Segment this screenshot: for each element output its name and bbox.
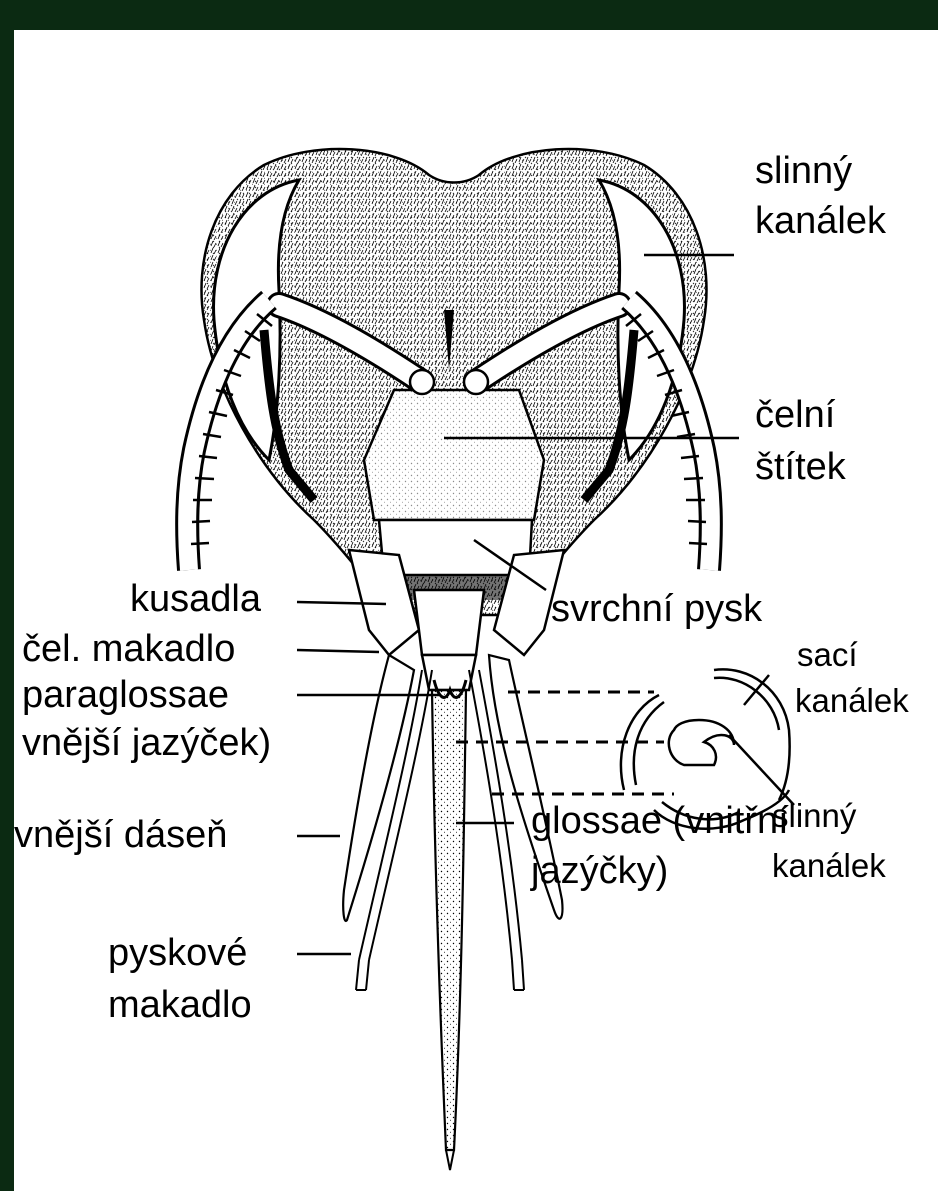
label-glossae-line2: jazýčky)	[531, 848, 668, 894]
diagram-canvas: slinný kanálek čelní štítek kusadla svrc…	[14, 30, 938, 1191]
label-saci-kanalek-line2: kanálek	[795, 681, 909, 721]
label-kusadla: kusadla	[130, 576, 261, 622]
label-slinny-kanalek-top-line2: kanálek	[755, 198, 886, 244]
label-cel-makadlo: čel. makadlo	[22, 626, 235, 672]
label-paraglossae-line2: vnější jazýček)	[22, 720, 271, 766]
label-paraglossae-line1: paraglossae	[22, 672, 229, 718]
label-pyskove-makadlo-line2: makadlo	[108, 982, 252, 1028]
label-slinny-kanalek-top-line1: slinný	[755, 148, 852, 194]
label-glossae-line1: glossae (vnitřní	[531, 798, 789, 844]
label-pyskove-makadlo-line1: pyskové	[108, 930, 247, 976]
glossa-tongue	[432, 690, 466, 1150]
label-celni-stitek-line1: čelní	[755, 392, 835, 438]
label-celni-stitek-line2: štítek	[755, 444, 846, 490]
label-saci-kanalek-line1: sací	[797, 635, 858, 675]
label-svrchni-pysk: svrchní pysk	[551, 586, 762, 632]
label-vnejsi-dasen: vnější dáseň	[14, 812, 227, 858]
label-slinny-kanalek-cs-line2: kanálek	[772, 846, 886, 886]
